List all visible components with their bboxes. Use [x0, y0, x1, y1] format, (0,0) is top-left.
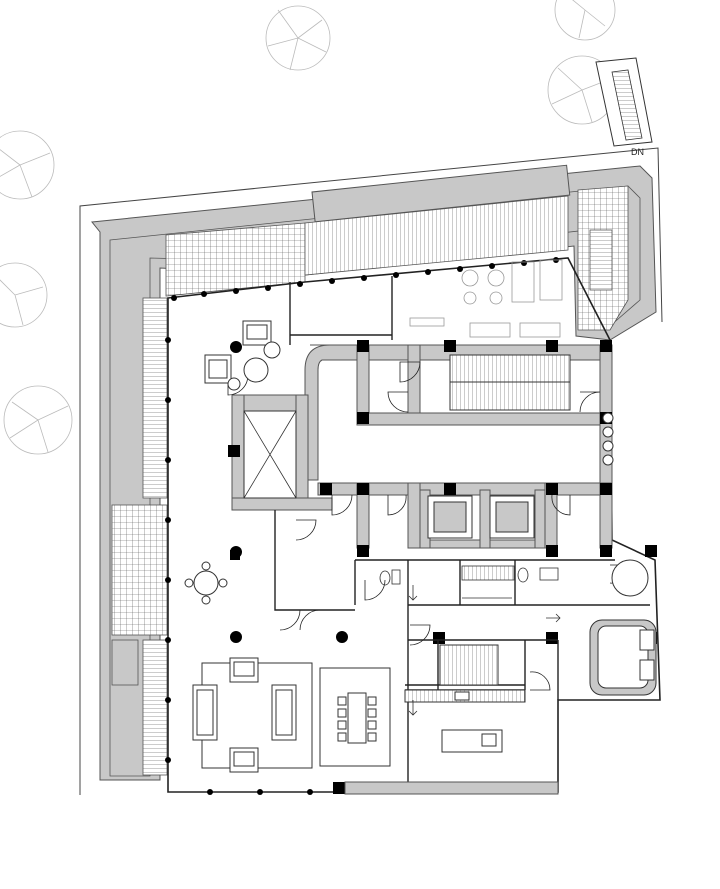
elevator-shaft [243, 410, 297, 499]
bathroom-fixtures [379, 565, 559, 599]
south-wall [344, 781, 559, 795]
terrace-decking [111, 185, 629, 776]
site-boundary [79, 147, 663, 795]
tree-symbol [0, 262, 48, 328]
tree-symbol [554, 0, 616, 41]
flow-arrows [408, 585, 561, 716]
living-area [192, 657, 313, 773]
round-columns [230, 341, 348, 643]
stair-down-label: DN [631, 147, 644, 157]
facade-round-columns [602, 412, 614, 466]
service-stair [439, 644, 499, 686]
round-dining-table [184, 561, 228, 605]
lounge-chairs [204, 320, 281, 391]
core-walls [231, 344, 613, 549]
main-stair [449, 354, 571, 411]
tree-symbol [0, 130, 55, 200]
tree-symbol [265, 5, 331, 71]
facade-mullions [165, 257, 559, 795]
exterior-stair: DN [595, 57, 653, 157]
kitchen [404, 689, 526, 753]
interior-partitions [274, 276, 650, 792]
lift-cars [427, 495, 535, 539]
bedroom-right [589, 559, 657, 696]
gym-equipment [409, 259, 563, 338]
dining-table [319, 667, 391, 767]
site-trees [0, 0, 617, 455]
tree-symbol [3, 385, 73, 455]
